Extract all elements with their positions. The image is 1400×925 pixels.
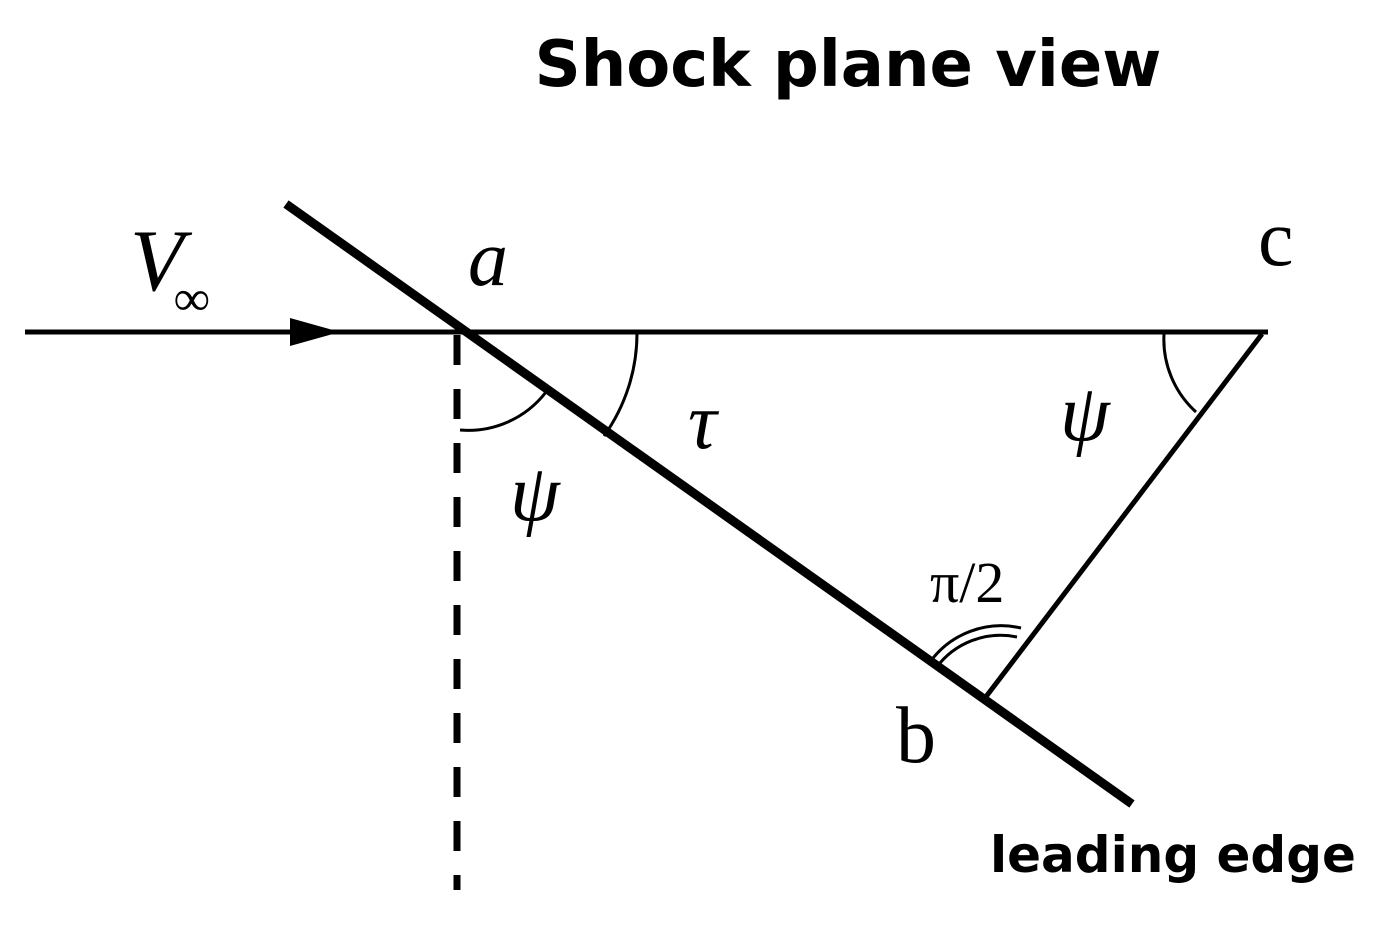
point-c-label: c <box>1258 195 1294 283</box>
leading-edge-line <box>283 200 1135 808</box>
velocity-subscript: ∞ <box>174 270 210 326</box>
point-b-label: b <box>896 692 936 780</box>
angle-arc-psi-a <box>459 391 548 432</box>
right-angle-arc-inner <box>934 633 1018 669</box>
diagram-title: Shock plane view <box>535 28 1162 102</box>
leading-edge-label: leading edge <box>990 826 1356 884</box>
angle-tau-label: τ <box>688 378 720 466</box>
angle-psi-c-label: ψ <box>1060 370 1111 458</box>
side-cb <box>983 332 1264 700</box>
angle-psi-a-label: ψ <box>510 450 561 538</box>
flow-arrowhead <box>290 318 340 346</box>
angle-arc-tau <box>602 331 639 437</box>
point-a-label: a <box>468 215 508 303</box>
velocity-label: V <box>130 213 193 310</box>
right-angle-label: π/2 <box>930 550 1004 615</box>
angle-arc-psi-c <box>1162 333 1198 414</box>
right-angle-arc-outer <box>928 624 1022 663</box>
